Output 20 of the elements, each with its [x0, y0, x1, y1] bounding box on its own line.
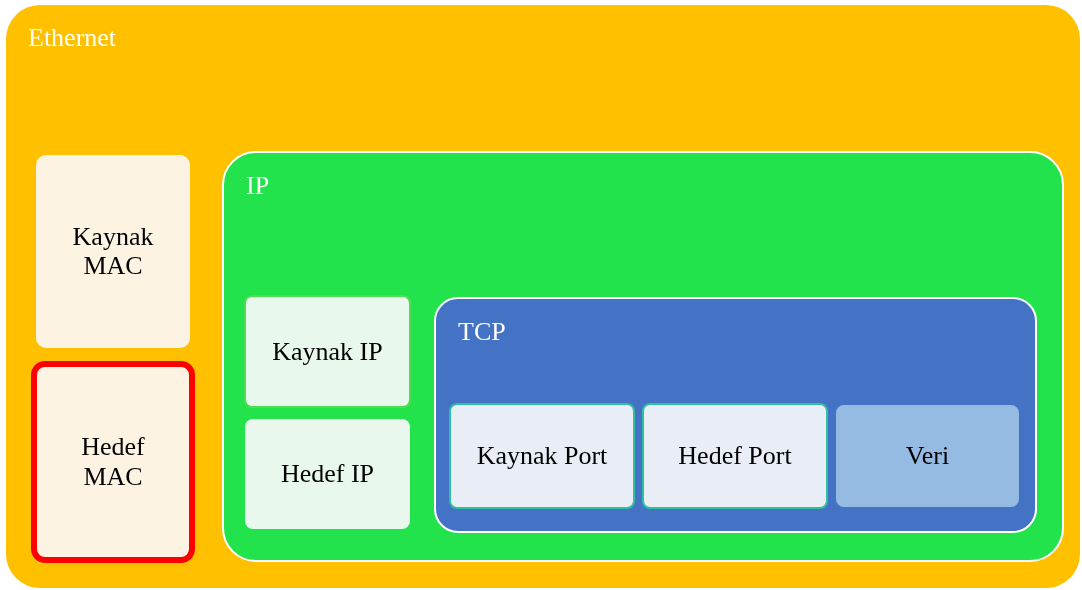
field-box [836, 405, 1019, 507]
layer-box [222, 151, 1064, 562]
field-box [31, 361, 195, 563]
field-label: Kaynak MAC [71, 221, 155, 282]
field-box [642, 403, 828, 509]
field-label: Hedef IP [279, 459, 376, 489]
layer-title: TCP [458, 317, 506, 347]
field-box [244, 295, 411, 408]
field-box [449, 403, 635, 509]
field-label: Kaynak Port [475, 441, 609, 471]
layer-title: Ethernet [28, 23, 117, 53]
field-label: Kaynak IP [271, 336, 384, 367]
field-label: Veri [904, 441, 951, 471]
field-label: Hedef MAC [80, 432, 146, 492]
field-box [36, 155, 190, 348]
field-box [245, 419, 410, 529]
layer-box [6, 5, 1080, 588]
layer-title: IP [246, 171, 270, 201]
layer-box [434, 297, 1037, 533]
field-label: Hedef Port [677, 441, 793, 471]
